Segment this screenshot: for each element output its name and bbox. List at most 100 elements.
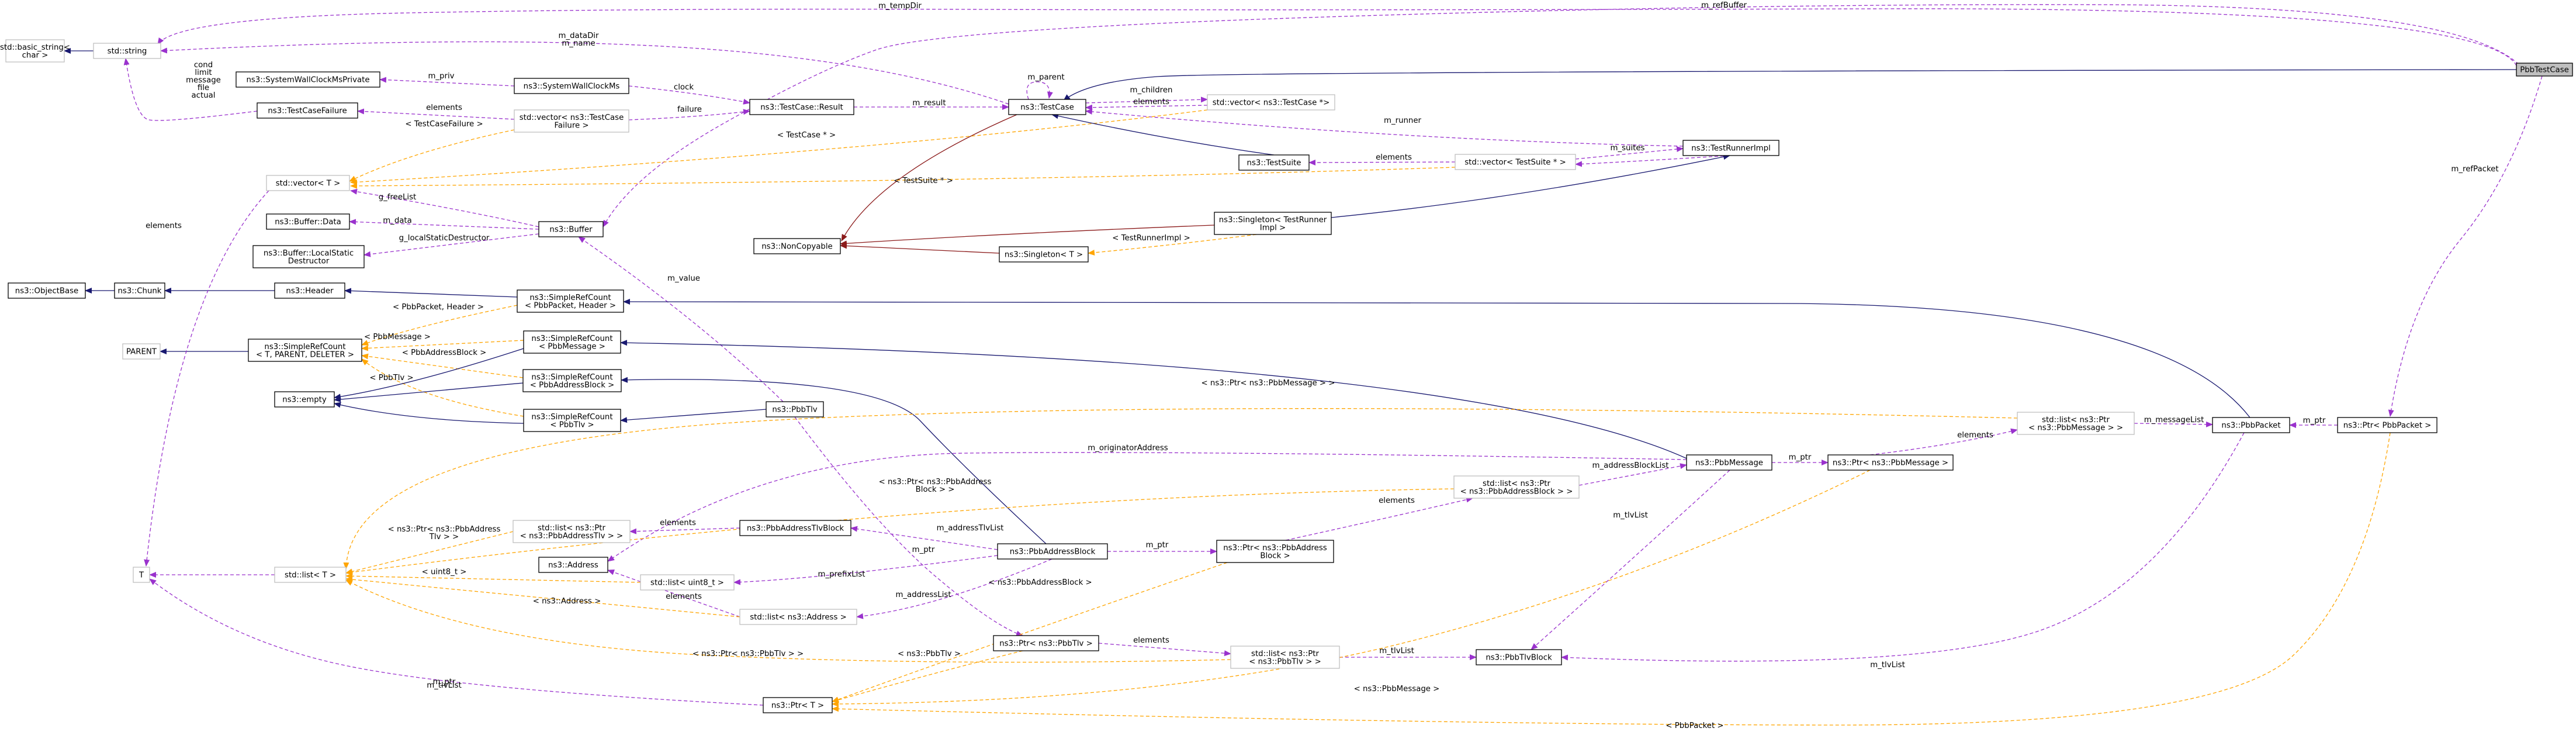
class-node-box: [274, 567, 347, 583]
class-node-box: [766, 401, 824, 417]
class-node-syswallclockpriv[interactable]: ns3::SystemWallClockMsPrivate: [236, 71, 380, 88]
class-node-label: Impl >: [1260, 223, 1286, 232]
class-node-label: ns3::SimpleRefCount: [264, 343, 345, 351]
edge-label-l-elements2: elements: [426, 103, 462, 112]
class-node-listptraddrblock[interactable]: std::list< ns3::Ptr< ns3::PbbAddressBloc…: [1453, 475, 1580, 499]
edge-label-l-tsuite: < TestSuite * >: [894, 177, 953, 185]
class-node-address[interactable]: ns3::Address: [538, 557, 608, 573]
class-node-box: [274, 391, 335, 408]
class-node-header[interactable]: ns3::Header: [274, 282, 345, 299]
edge-label-l-prefixlist: m_prefixList: [818, 570, 865, 579]
edge-ptrmessage-to-ptrT: [832, 470, 1871, 707]
edge-label-l-runner: m_runner: [1384, 116, 1422, 125]
class-node-buffer[interactable]: ns3::Buffer: [538, 221, 604, 237]
class-node-pbbmessage[interactable]: ns3::PbbMessage: [1686, 454, 1772, 471]
class-node-listuint8[interactable]: std::list< uint8_t >: [640, 574, 735, 591]
class-node-ptrtlv[interactable]: ns3::Ptr< ns3::PbbTlv >: [993, 635, 1099, 651]
edge-singletonrunner-to-runnerimpl: [1331, 154, 1730, 218]
class-node-label: ns3::Ptr< ns3::PbbMessage >: [1833, 459, 1948, 468]
class-node-vecT[interactable]: std::vector< T >: [266, 175, 350, 191]
class-node-singletonrunner[interactable]: ns3::Singleton< TestRunnerImpl >: [1214, 212, 1332, 235]
class-node-label: T: [139, 571, 144, 580]
class-node-runnerimpl[interactable]: ns3::TestRunnerImpl: [1682, 140, 1779, 156]
class-node-srctlv[interactable]: ns3::SimpleRefCount< PbbTlv >: [523, 409, 621, 432]
class-node-addrblock[interactable]: ns3::PbbAddressBlock: [997, 543, 1108, 560]
edge-label-l-tpacket: < PbbPacket, Header >: [393, 303, 484, 312]
class-node-addrtlvblock[interactable]: ns3::PbbAddressTlvBlock: [739, 520, 851, 536]
edge-label-l-message: message: [186, 76, 221, 85]
class-node-testcasefailure[interactable]: ns3::TestCaseFailure: [257, 102, 358, 119]
class-node-tlvblock[interactable]: ns3::PbbTlvBlock: [1476, 649, 1562, 665]
class-node-listptrmsg[interactable]: std::list< ns3::Ptr< ns3::PbbMessage > >: [2017, 412, 2135, 435]
edge-label-l-elements3: elements: [1376, 153, 1412, 162]
edge-testcasefailure-to-string: [123, 58, 258, 121]
class-node-objectbase[interactable]: ns3::ObjectBase: [8, 282, 86, 299]
class-node-label: std::list< ns3::Address >: [750, 613, 847, 622]
class-node-chunk[interactable]: ns3::Chunk: [114, 282, 165, 299]
edge-label-l-ttlv: < PbbTlv >: [369, 374, 413, 382]
class-node-basicstring[interactable]: std::basic_string<char >: [0, 39, 70, 63]
class-node-label: < ns3::PbbAddressBlock > >: [1460, 487, 1573, 496]
edge-pbbpacket-to-tlvblock: [1561, 432, 2245, 662]
edge-label-l-value: m_value: [667, 274, 700, 283]
class-node-label: ns3::Buffer::LocalStatic: [264, 249, 354, 258]
class-node-box: [266, 175, 350, 191]
class-node-noncopyable[interactable]: ns3::NonCopyable: [753, 238, 841, 254]
edge-srcpacket-to-header: [344, 288, 518, 298]
edge-buffer-to-bufferdata: [349, 219, 539, 230]
class-node-box: [1686, 454, 1772, 471]
class-node-listT[interactable]: std::list< T >: [274, 567, 347, 583]
class-node-bufferdata[interactable]: ns3::Buffer::Data: [266, 213, 350, 230]
class-node-label: ns3::PbbAddressTlvBlock: [747, 524, 844, 533]
class-node-label: ns3::Header: [286, 287, 334, 296]
class-node-label: std::list< uint8_t >: [650, 579, 724, 588]
class-node-label: < T, PARENT, DELETER >: [256, 350, 354, 359]
edge-srcaddrblock-to-srcgeneric: [361, 353, 524, 378]
edge-label-l-elements4: elements: [146, 222, 182, 230]
class-node-pbbtestcase[interactable]: PbbTestCase: [2516, 63, 2573, 77]
class-node-ptraddrblock[interactable]: ns3::Ptr< ns3::PbbAddressBlock >: [1216, 540, 1334, 563]
class-node-vecsuite[interactable]: std::vector< TestSuite * >: [1455, 154, 1576, 170]
class-node-vectestcase[interactable]: std::vector< ns3::TestCase *>: [1207, 94, 1335, 111]
class-node-pbbtlv[interactable]: ns3::PbbTlv: [766, 401, 824, 417]
edge-vectestcase-to-vecT: [350, 109, 1208, 185]
class-node-ptrpacket[interactable]: ns3::Ptr< PbbPacket >: [2337, 417, 2437, 433]
edge-label-l-temp: m_tempDir: [878, 2, 922, 11]
class-node-srcmessage[interactable]: ns3::SimpleRefCount< PbbMessage >: [523, 330, 621, 354]
class-node-label: PARENT: [126, 348, 157, 357]
class-node-ptrT[interactable]: ns3::Ptr< T >: [763, 697, 833, 713]
class-node-label: ns3::Singleton< TestRunner: [1219, 216, 1327, 225]
class-node-box: [266, 213, 350, 230]
edge-label-l-name: m_name: [562, 39, 595, 48]
class-node-result[interactable]: ns3::TestCase::Result: [749, 99, 854, 115]
class-node-srcgeneric[interactable]: ns3::SimpleRefCount< T, PARENT, DELETER …: [248, 339, 362, 362]
class-node-singletonT[interactable]: ns3::Singleton< T >: [999, 246, 1089, 263]
class-node-testcase[interactable]: ns3::TestCase: [1008, 99, 1086, 115]
class-node-box: [1230, 646, 1340, 669]
class-node-listptrtlv[interactable]: std::list< ns3::Ptr< ns3::PbbTlv > >: [1230, 646, 1340, 669]
edge-buffer-to-vecT: [350, 188, 539, 227]
class-node-vecfailure[interactable]: std::vector< ns3::TestCaseFailure >: [514, 109, 629, 133]
class-node-listaddress[interactable]: std::list< ns3::Address >: [739, 609, 857, 625]
class-node-label: < PbbPacket, Header >: [525, 301, 616, 310]
class-node-box: [753, 238, 841, 254]
class-node-label: std::basic_string<: [0, 43, 70, 52]
edge-vecfailure-to-result: [628, 109, 750, 120]
class-node-testsuite[interactable]: ns3::TestSuite: [1238, 154, 1310, 171]
class-node-srcpacket[interactable]: ns3::SimpleRefCount< PbbPacket, Header >: [517, 289, 624, 313]
class-node-ptrmessage[interactable]: ns3::Ptr< ns3::PbbMessage >: [1827, 454, 1954, 471]
class-node-parent[interactable]: PARENT: [122, 343, 161, 360]
class-node-empty[interactable]: ns3::empty: [274, 391, 335, 408]
class-node-srcaddrblock[interactable]: ns3::SimpleRefCount< PbbAddressBlock >: [522, 369, 622, 392]
edge-label-l-limit: limit: [195, 68, 212, 77]
class-node-box: [1008, 99, 1086, 115]
edge-listptraddrblock-to-listT: [345, 488, 1455, 575]
edge-addrblock-to-srcaddrblock: [621, 377, 1047, 544]
class-node-label: ns3::empty: [282, 396, 327, 405]
class-node-string[interactable]: std::string: [93, 43, 161, 59]
class-node-listptraddrtlv[interactable]: std::list< ns3::Ptr< ns3::PbbAddressTlv …: [513, 520, 631, 543]
class-node-pbbpacket[interactable]: ns3::PbbPacket: [2212, 417, 2290, 433]
class-node-T[interactable]: T: [133, 567, 150, 583]
class-node-syswallclock[interactable]: ns3::SystemWallClockMs: [514, 78, 629, 94]
